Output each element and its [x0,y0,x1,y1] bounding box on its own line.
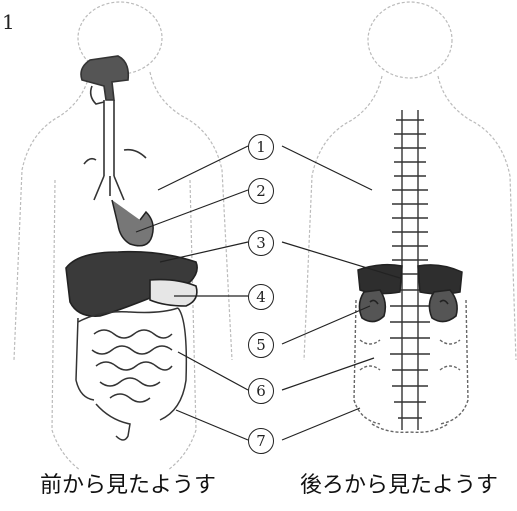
marker-4: 4 [248,284,274,310]
front-airway [81,56,146,200]
front-intestines [76,308,186,440]
marker-1: 1 [248,134,274,160]
marker-3: 3 [248,230,274,256]
caption-back: 後ろから見たようす [300,474,498,498]
front-stomach [112,200,153,246]
marker-6: 6 [248,378,274,404]
marker-5: 5 [248,332,274,358]
front-liver [66,252,197,317]
marker-7: 7 [248,428,274,454]
caption-front: 前から見たようす [40,474,216,498]
marker-2: 2 [248,178,274,204]
